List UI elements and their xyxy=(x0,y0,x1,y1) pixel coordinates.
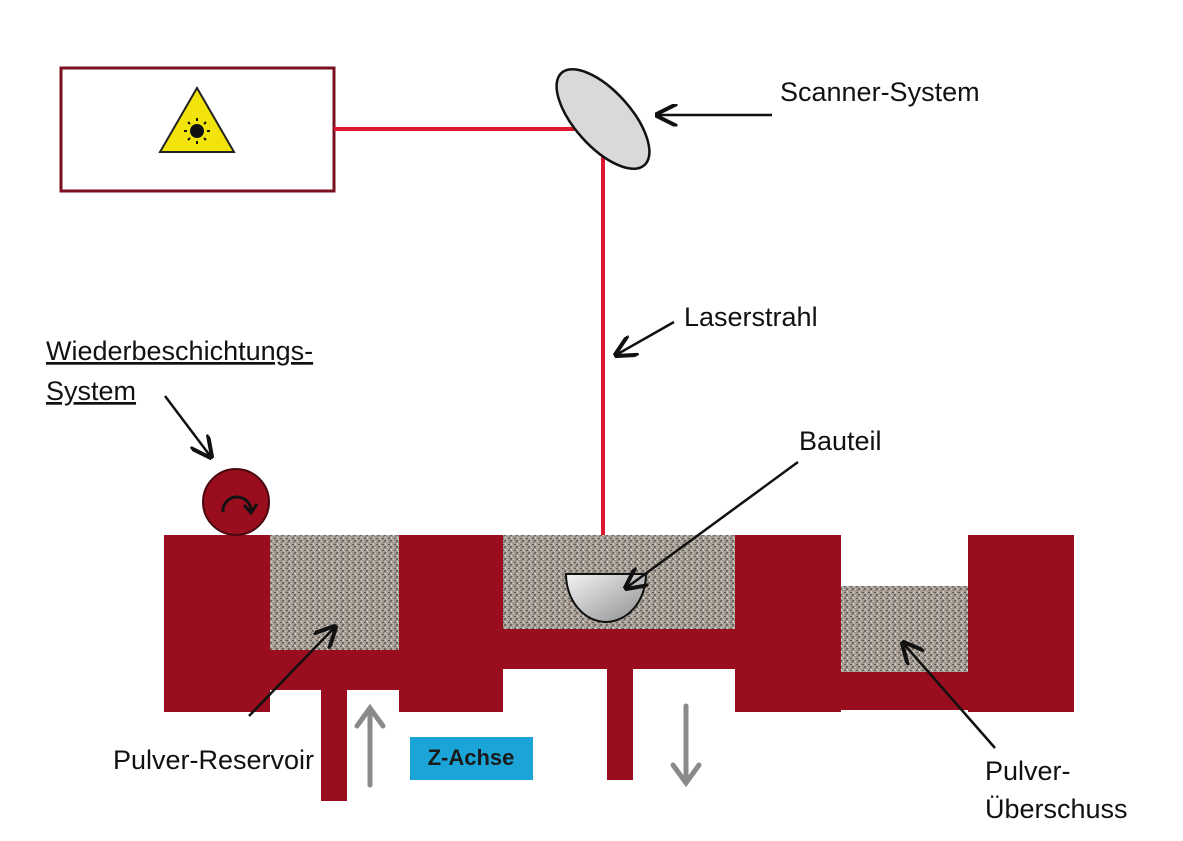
scanner-system-label: Scanner-System xyxy=(780,77,980,107)
arrow-to-part xyxy=(626,460,799,588)
recoater-roller xyxy=(202,468,270,536)
center-right-wall xyxy=(735,535,841,712)
powder-reservoir-bed xyxy=(268,535,400,650)
arrow-to-overflow-powder xyxy=(903,643,996,749)
recoater-label-line2: System xyxy=(46,376,136,406)
arrow-to-reservoir-powder xyxy=(248,627,335,717)
left-wall xyxy=(164,535,270,712)
laser-beam xyxy=(334,127,605,575)
arrow-to-recoater xyxy=(164,395,211,457)
recoater-label-line1: Wiederbeschichtungs- xyxy=(46,336,313,366)
right-wall xyxy=(968,535,1074,712)
overflow-label-line2: Überschuss xyxy=(985,794,1128,824)
arrow-to-laser-beam xyxy=(616,320,675,355)
center-left-wall xyxy=(399,535,503,712)
build-piston xyxy=(502,629,737,669)
overflow-label-line1: Pulver- xyxy=(985,756,1071,786)
build-piston-rod xyxy=(607,667,633,780)
reservoir-piston xyxy=(268,650,400,690)
rotation-arrow-icon xyxy=(221,495,259,516)
machine-frame xyxy=(164,535,1074,801)
arrow-up-icon xyxy=(354,703,386,788)
overflow-floor xyxy=(840,672,970,710)
scanner-mirror xyxy=(555,68,651,170)
powder-reservoir-label: Pulver-Reservoir xyxy=(113,745,314,775)
laser-beam-label: Laserstrahl xyxy=(684,302,818,332)
arrow-down-icon xyxy=(670,703,702,788)
pointer-arrows xyxy=(164,115,996,749)
reservoir-piston-rod xyxy=(321,688,347,801)
z-axis-label: Z-Achse xyxy=(428,745,515,770)
laser-warning-icon xyxy=(158,86,236,153)
part-label: Bauteil xyxy=(799,426,882,456)
powder-overflow-bed xyxy=(840,586,970,672)
z-axis-badge xyxy=(410,737,533,780)
